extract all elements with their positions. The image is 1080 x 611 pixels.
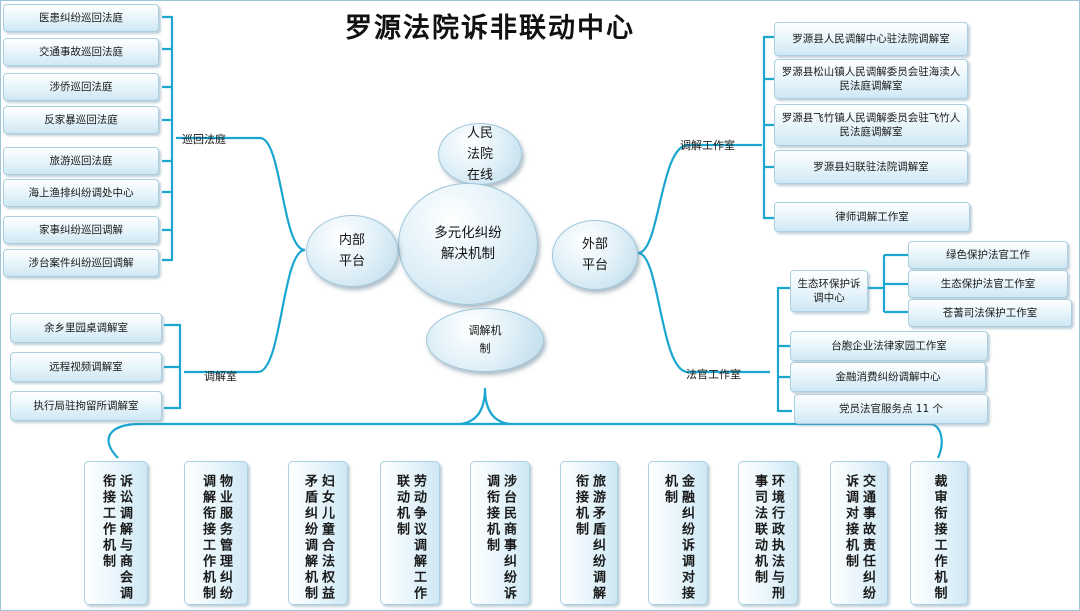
mechanism-box: 物业服务管理纠纷调解衔接工作机制 — [184, 461, 248, 605]
mediation-work-bracket — [762, 35, 774, 220]
page-title: 罗源法院诉非联动中心 — [345, 13, 635, 44]
mediation-bracket — [164, 323, 182, 410]
circuit-bracket — [162, 15, 174, 262]
circuit-court-item: 交通事故巡回法庭 — [3, 38, 159, 66]
link-circuit — [176, 136, 306, 252]
eco-center-box: 生态环保护诉调中心 — [790, 270, 868, 312]
link-mediation-work — [637, 143, 762, 255]
mediation-room-label: 调解室 — [204, 370, 237, 383]
link-mediation — [184, 248, 306, 374]
bottom-stem — [459, 387, 511, 426]
circuit-court-item: 家事纠纷巡回调解 — [3, 216, 159, 244]
mechanism-box: 旅游矛盾纠纷调解衔接机制 — [560, 461, 618, 605]
mechanism-box: 裁审衔接工作机制 — [910, 461, 968, 605]
bottom-bracket — [107, 422, 943, 459]
judge-work-bracket — [776, 286, 792, 413]
circuit-court-item: 医患纠纷巡回法庭 — [3, 4, 159, 32]
circuit-court-label: 巡回法庭 — [182, 133, 226, 146]
mediation-room-item: 余乡里园桌调解室 — [10, 313, 162, 343]
mechanism-box: 金融纠纷诉调对接机制 — [648, 461, 708, 605]
judge-work-item: 台胞企业法律家园工作室 — [790, 331, 988, 361]
mediation-work-item: 罗源县人民调解中心驻法院调解室 — [774, 22, 968, 56]
mechanism-box: 妇女儿童合法权益矛盾纠纷调解机制 — [288, 461, 348, 605]
eco-item: 绿色保护法官工作 — [908, 241, 1068, 269]
mediation-work-item: 律师调解工作室 — [774, 202, 970, 232]
judge-work-label: 法官工作室 — [686, 368, 741, 381]
mediation-mechanism-node: 调解机 制 — [426, 308, 544, 372]
eco-item: 苍蓍司法保护工作室 — [908, 299, 1072, 327]
mediation-room-item: 远程视频调解室 — [10, 352, 162, 382]
judge-work-item: 金融消费纠纷调解中心 — [790, 362, 986, 392]
mechanism-box: 诉讼调解与商会调衔接工作机制 — [84, 461, 148, 605]
mechanism-box: 交通事故责任纠纷诉调对接机制 — [830, 461, 888, 605]
eco-bracket — [868, 253, 908, 314]
circuit-court-item: 旅游巡回法庭 — [3, 147, 159, 175]
circuit-court-item: 涉台案件纠纷巡回调解 — [3, 249, 159, 277]
mediation-work-item: 罗源县妇联驻法院调解室 — [774, 150, 968, 184]
core-node: 多元化纠纷 解决机制 — [398, 183, 538, 305]
court-online-node: 人民 法院 在线 — [438, 123, 522, 185]
mediation-work-label: 调解工作室 — [680, 139, 735, 152]
mediation-work-item: 罗源县松山镇人民调解委员会驻海渎人民法庭调解室 — [774, 59, 968, 99]
mediation-work-item: 罗源县飞竹镇人民调解委员会驻飞竹人民法庭调解室 — [774, 104, 968, 146]
external-platform-node: 外部 平台 — [552, 220, 638, 290]
mechanism-box: 环境行政执法与刑事司法联动机制 — [738, 461, 798, 605]
eco-item: 生态保护法官工作室 — [908, 270, 1068, 298]
mediation-room-item: 执行局驻拘留所调解室 — [10, 391, 162, 421]
mechanism-box: 涉台民商事纠纷诉调衔接机制 — [470, 461, 530, 605]
judge-work-item: 党员法官服务点 11 个 — [794, 394, 988, 424]
link-judge-work — [637, 251, 770, 374]
circuit-court-item: 海上渔排纠纷调处中心 — [3, 179, 159, 207]
mechanism-box: 劳动争议调解工作联动机制 — [380, 461, 440, 605]
internal-platform-node: 内部 平台 — [306, 215, 398, 287]
circuit-court-item: 涉侨巡回法庭 — [3, 73, 159, 101]
circuit-court-item: 反家暴巡回法庭 — [3, 106, 159, 134]
